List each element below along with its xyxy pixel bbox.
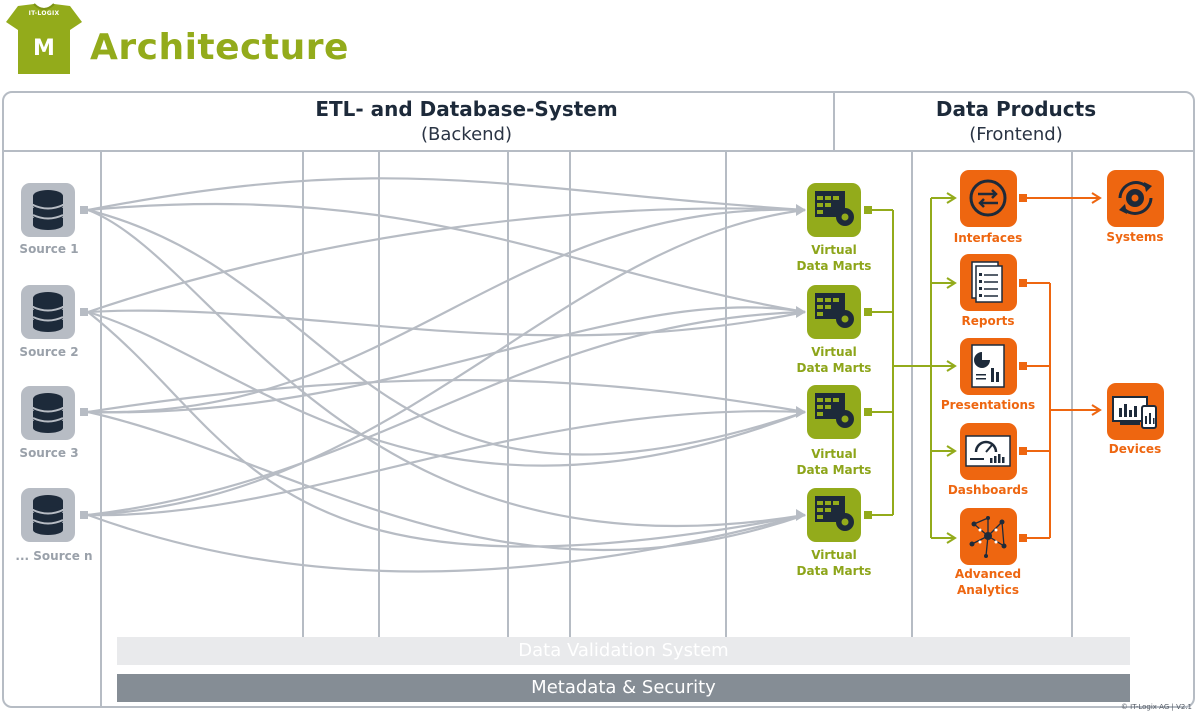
frontend-title: Data Products [935,97,1097,121]
logo-tag: IT-LOGIX [28,10,60,17]
mart-connections [872,192,957,544]
database-icon [21,488,75,542]
analytics-icon [960,508,1017,565]
dashboards-icon [960,423,1017,480]
metadata-security-bar: Metadata & Security [117,674,1130,702]
data-mart-icon [807,285,861,339]
copyright-text: © IT-Logix AG | V2.1 [1120,703,1192,711]
database-icon [21,285,75,339]
database-icon [21,386,75,440]
diagram-frame [2,91,1195,708]
data-mart-icon [807,385,861,439]
interfaces-icon [960,170,1017,227]
backend-title: ETL- and Database-System [315,97,618,121]
data-mart-icon [807,488,861,542]
it-logix-logo [6,3,82,74]
frontend-subtitle: (Frontend) [969,124,1063,145]
systems-label: Systems [1106,230,1164,244]
backend-subtitle: (Backend) [420,124,512,145]
data-validation-bar: Data Validation System [117,637,1130,665]
product-connections [1026,192,1102,539]
source-connections [87,177,806,573]
source-label: ... Source n [15,549,93,563]
source-label: Source 3 [19,446,79,460]
presentations-icon [960,338,1017,395]
product-label-presentations: Presentations [940,398,1036,412]
systems-icon [1107,170,1164,227]
page-title: Architecture [90,27,349,68]
product-label-reports: Reports [961,314,1015,328]
source-label: Source 1 [19,242,79,256]
source-label: Source 2 [19,345,79,359]
database-icon [21,183,75,237]
reports-icon [960,254,1017,311]
product-label-dashboards: Dashboards [947,483,1029,497]
product-label-interfaces: Interfaces [953,231,1023,245]
logo-letter: M [33,36,55,61]
devices-icon [1107,383,1164,440]
data-mart-icon [807,183,861,237]
devices-label: Devices [1108,442,1162,456]
